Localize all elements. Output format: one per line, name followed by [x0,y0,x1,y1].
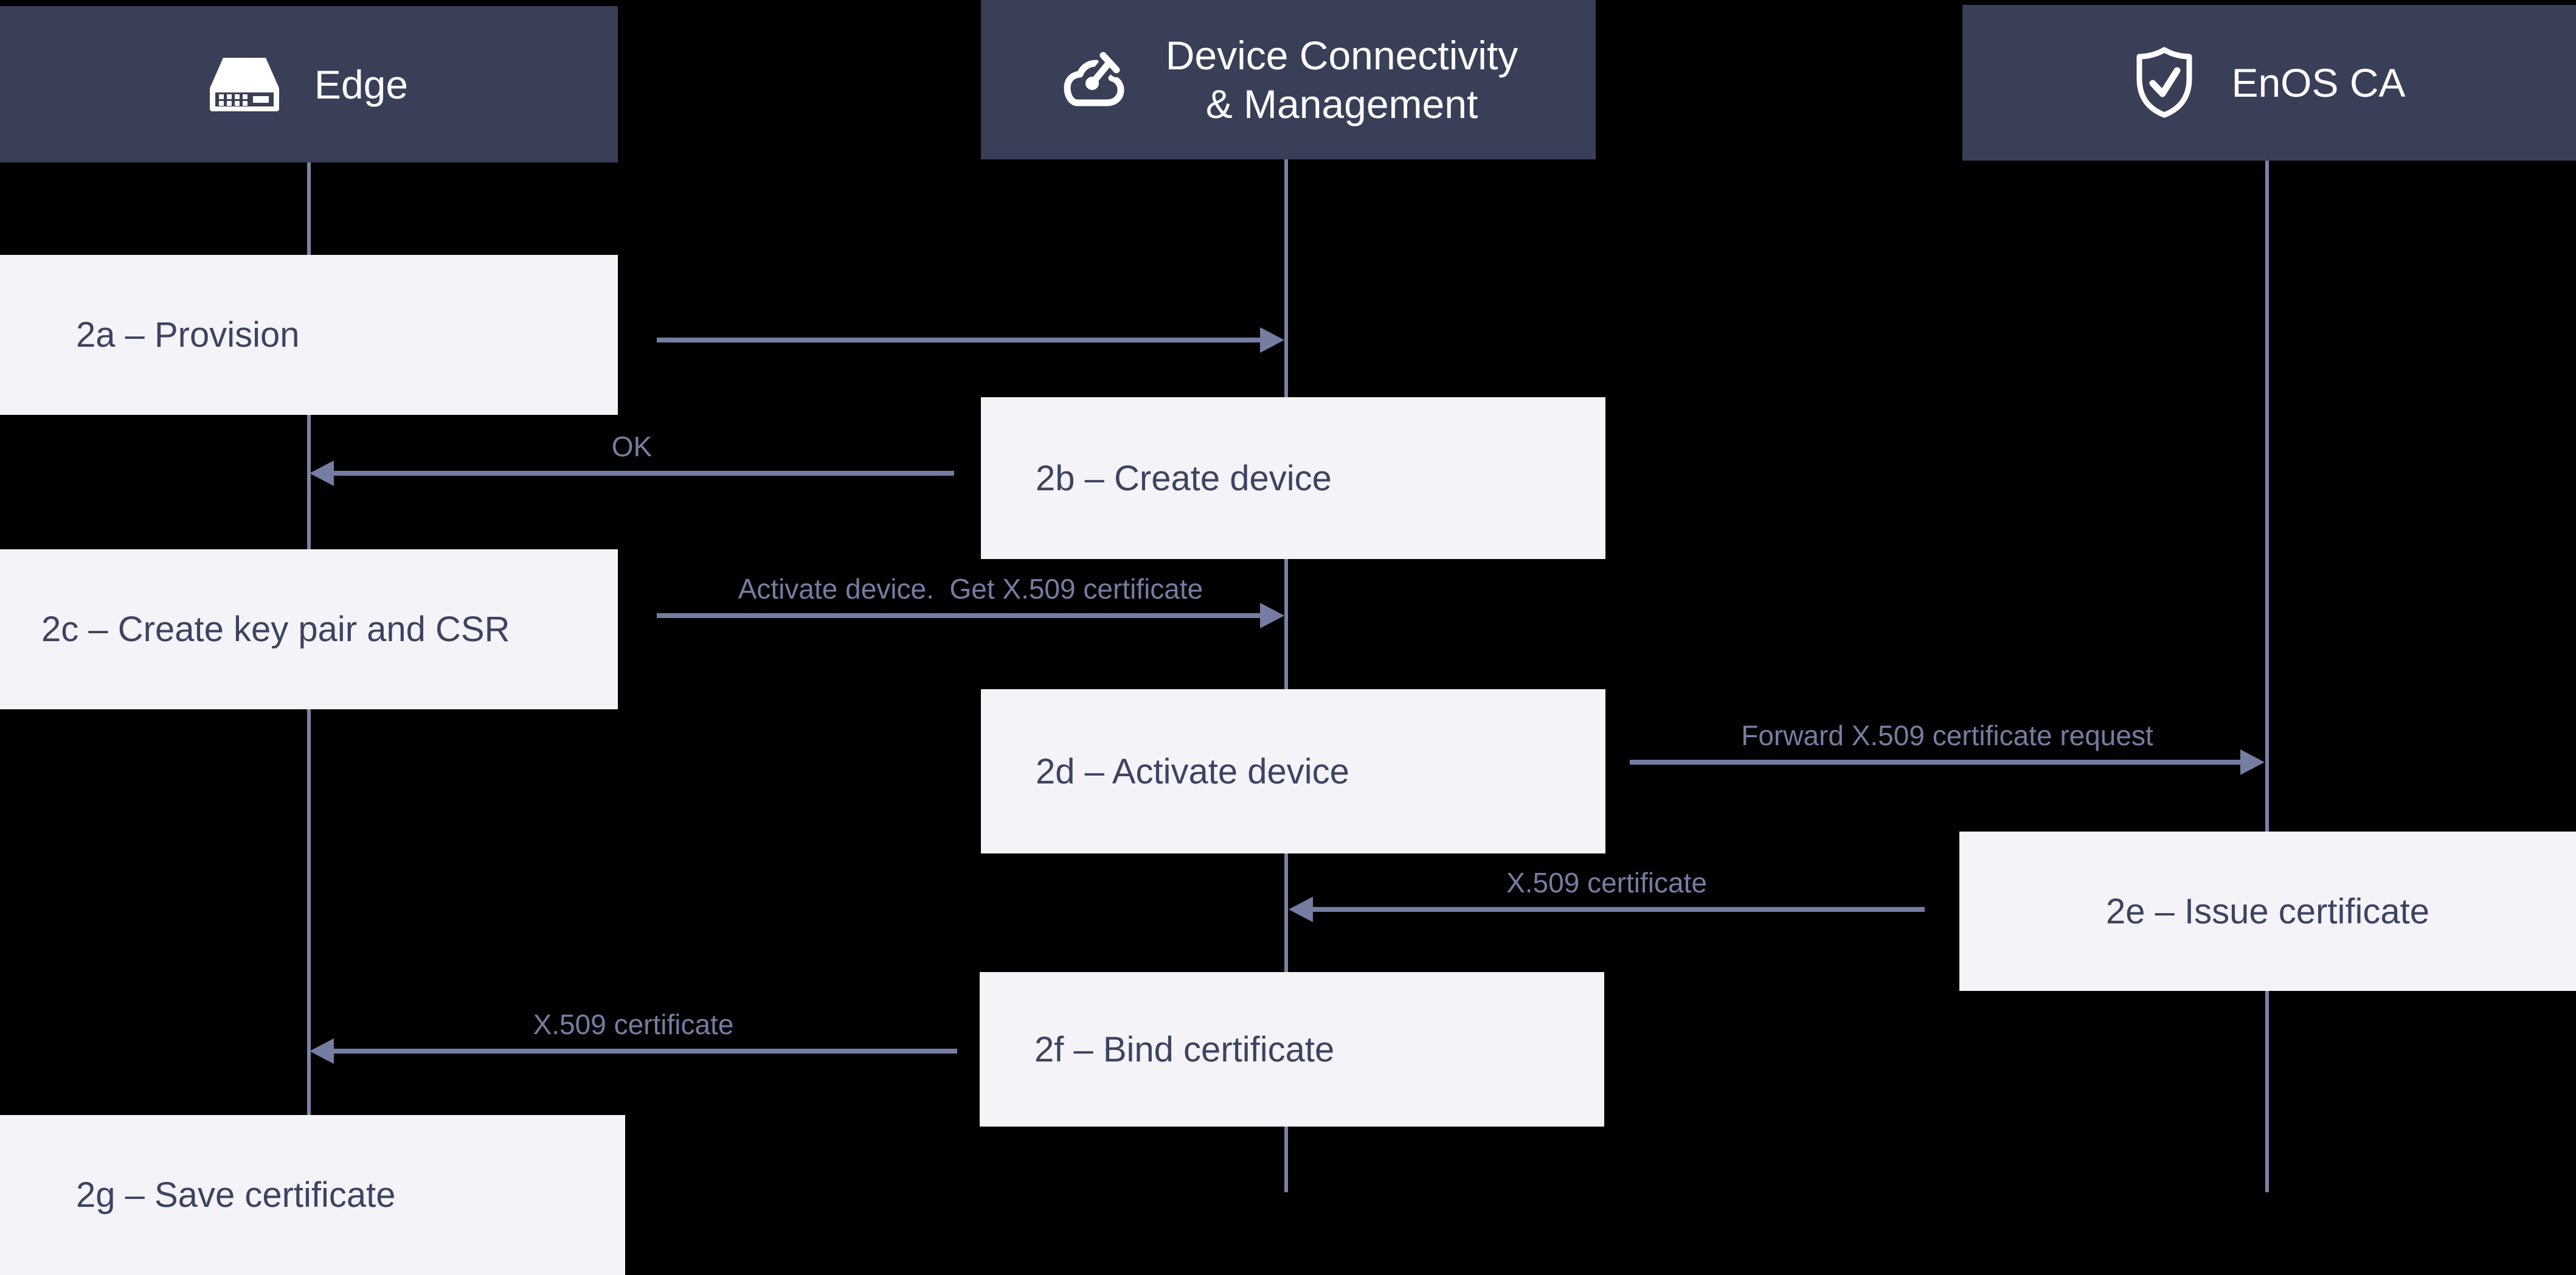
message-label: X.509 certificate [533,1009,734,1040]
step-label: 2d – Activate device [1036,751,1349,791]
arrow-line [657,338,1261,342]
participant-header-edge: Edge [0,6,618,162]
step-label: 2g – Save certificate [76,1175,396,1215]
message-label: OK [611,431,653,462]
edge-device-icon [209,57,279,111]
step-label: 2b – Create device [1036,458,1332,498]
step-box-2a-provision: 2a – Provision [0,255,618,415]
arrowhead-left-icon [310,460,334,486]
arrow-line [333,1049,957,1054]
step-box-2g-save-certificate: 2g – Save certificate [0,1115,625,1275]
message-activate-device-arrow: Activate device. Get X.509 certificate [657,571,1284,638]
participant-name: Edge [314,61,409,107]
message-provision-arrow [657,295,1284,362]
shield-check-icon [2133,46,2196,120]
lifeline-enos-ca [2265,161,2269,1192]
step-box-2d-activate-device: 2d – Activate device [981,689,1605,853]
lifeline-device-connectivity [1284,159,1288,1192]
step-box-2b-create-device: 2b – Create device [981,397,1605,559]
arrowhead-right-icon [2240,749,2265,775]
step-label: 2a – Provision [76,315,300,355]
arrow-line [1630,760,2242,765]
arrowhead-right-icon [1260,327,1284,353]
step-label: 2f – Bind certificate [1034,1029,1335,1069]
arrow-line [657,613,1261,618]
arrow-line [1312,907,1925,912]
step-label: 2c – Create key pair and CSR [41,610,510,649]
participant-header-enos-ca: EnOS CA [1962,5,2576,161]
arrow-line [333,471,954,476]
message-x509-certificate-to-dcm-arrow: X.509 certificate [1289,864,1925,931]
arrowhead-right-icon [1260,603,1284,628]
message-ok-arrow: OK [310,428,954,495]
participant-name-line1: Device Connectivity [1165,33,1518,78]
step-box-2f-bind-certificate: 2f – Bind certificate [980,972,1604,1127]
message-x509-certificate-to-edge-arrow: X.509 certificate [310,1006,957,1073]
participant-name: Device Connectivity & Management [1166,31,1518,128]
message-label [657,295,1284,332]
message-label: Forward X.509 certificate request [1741,720,2153,751]
message-label: Activate device. Get X.509 certificate [738,573,1203,605]
participant-name: EnOS CA [2231,60,2406,105]
participant-header-device-connectivity: Device Connectivity & Management [981,0,1596,159]
arrowhead-left-icon [310,1038,334,1064]
participant-name-line2: & Management [1205,82,1478,127]
step-label: 2e – Issue certificate [2106,891,2429,931]
message-label: X.509 certificate [1506,867,1707,898]
arrowhead-left-icon [1289,897,1313,922]
message-forward-certificate-request-arrow: Forward X.509 certificate request [1630,717,2265,784]
step-box-2e-issue-certificate: 2e – Issue certificate [1959,832,2576,991]
step-box-2c-create-key-pair: 2c – Create key pair and CSR [0,549,618,709]
cloud-gauge-icon [1059,50,1130,109]
